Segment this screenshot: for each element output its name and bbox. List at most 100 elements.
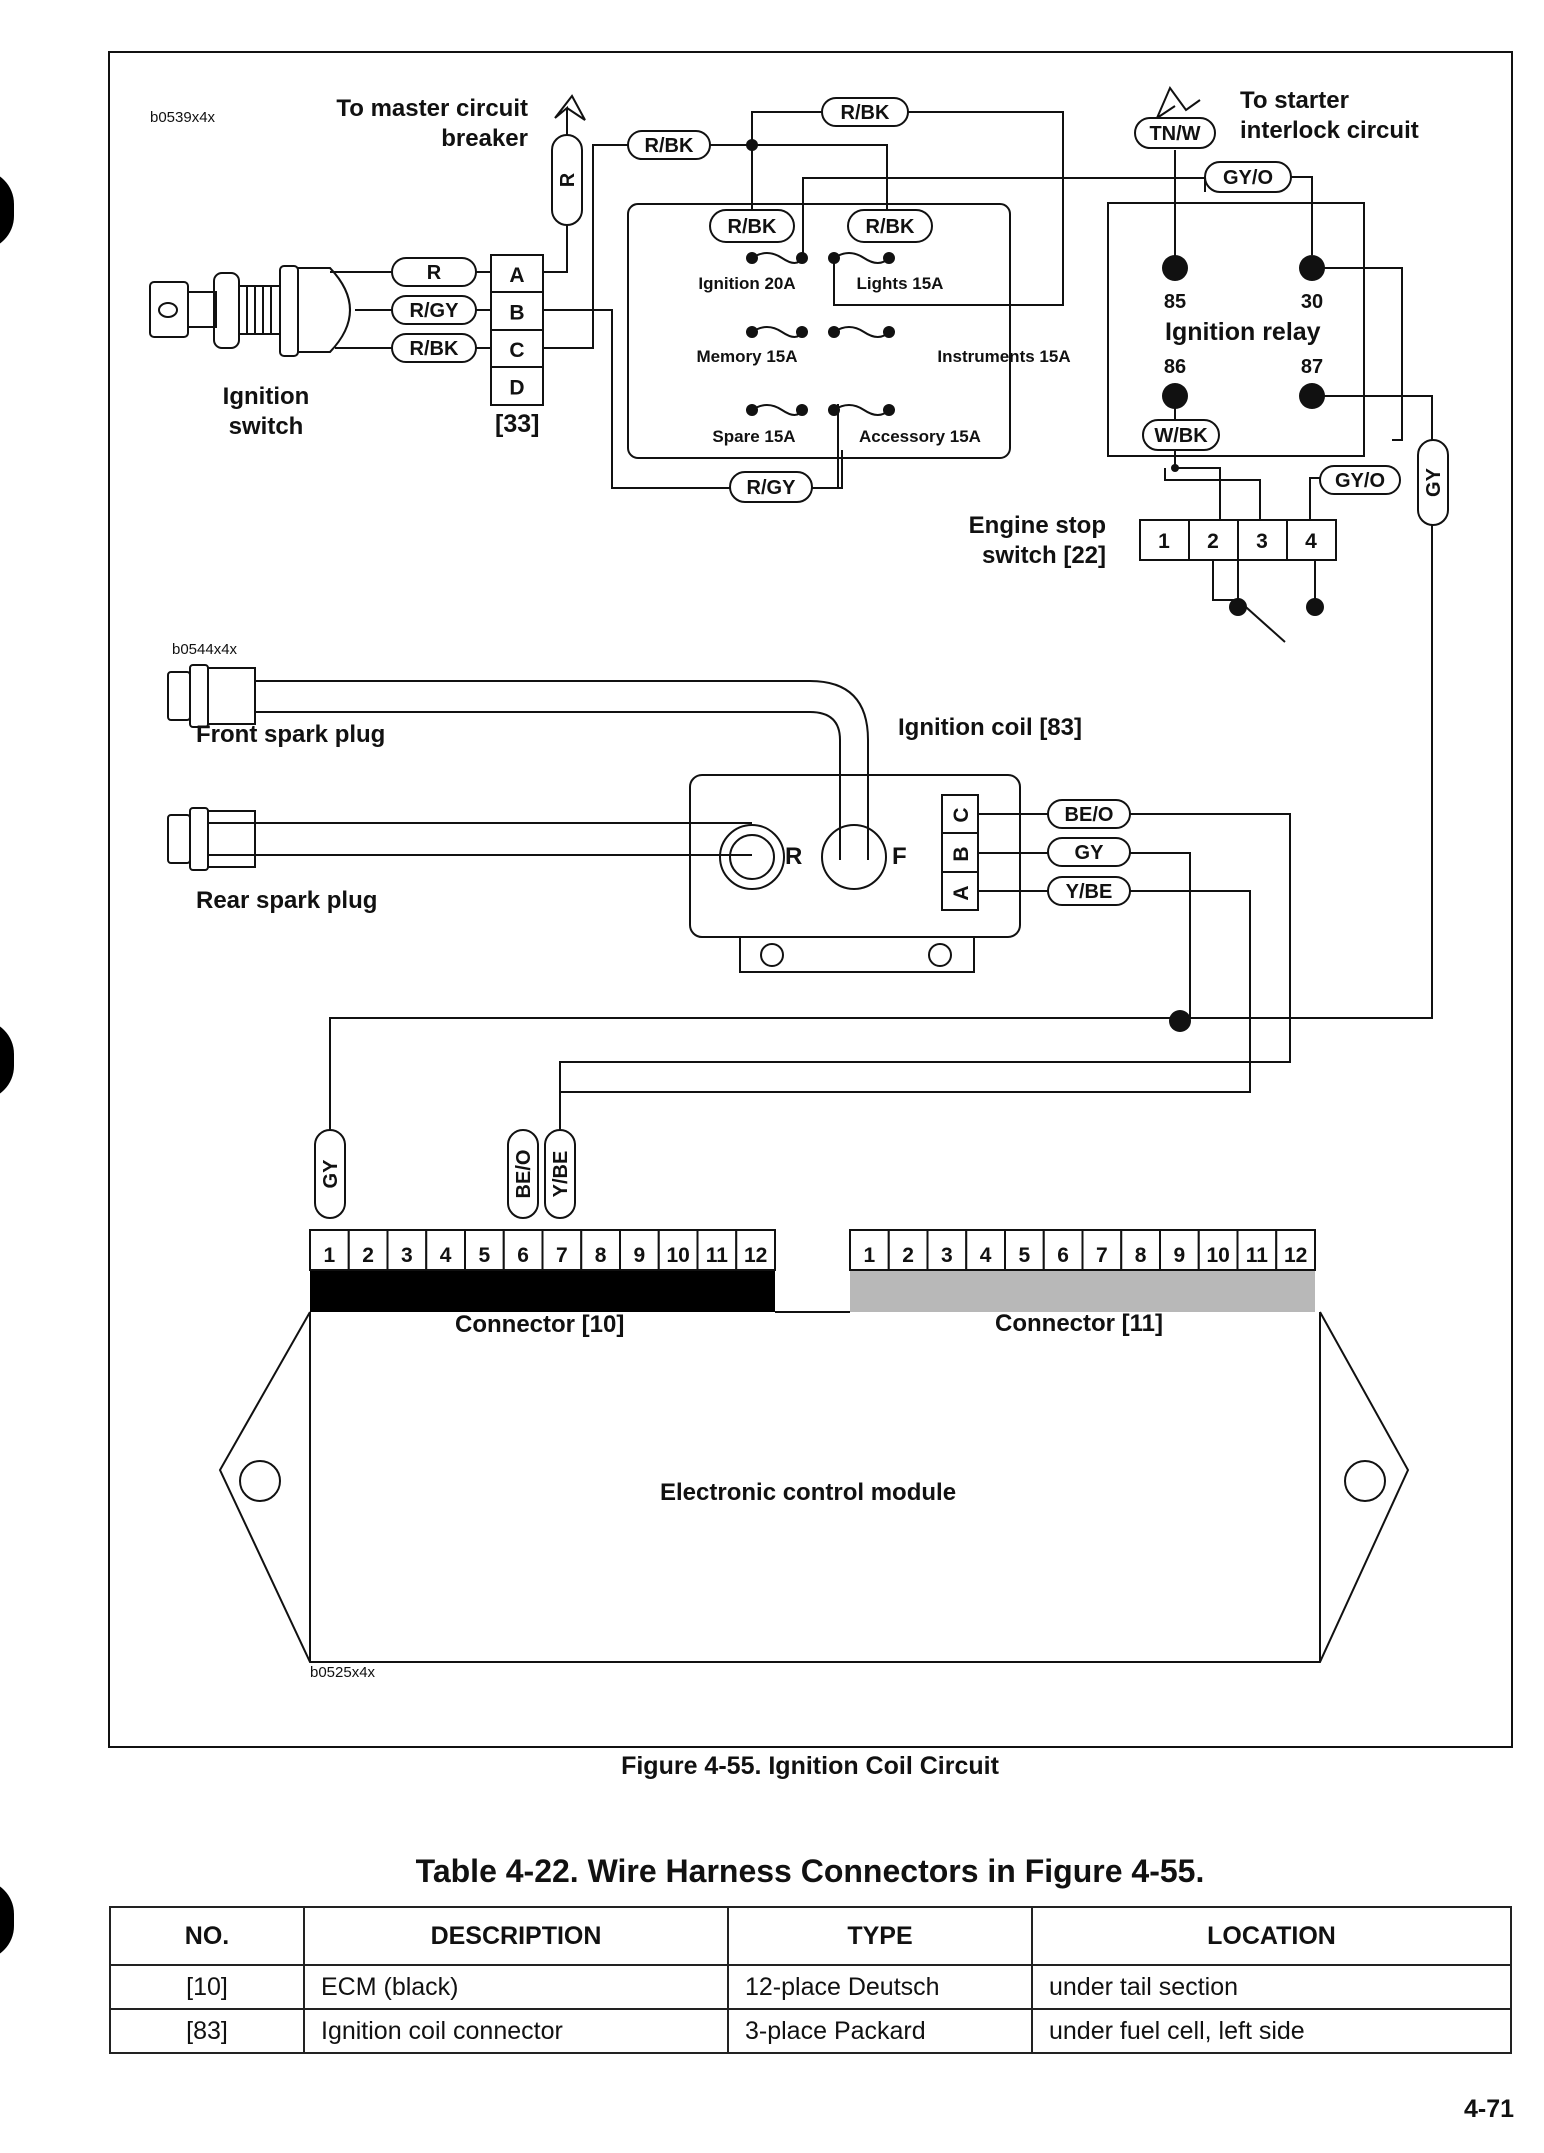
starter-interlock-label: To starter interlock circuit [1240, 87, 1419, 144]
wire-segment [796, 252, 808, 264]
ecm-pin-number: 4 [440, 1244, 452, 1267]
wire-segment [1171, 464, 1179, 472]
wire-segment [1299, 255, 1325, 281]
diagram-element [108, 51, 1513, 1748]
relay-pin: 87 [1301, 356, 1323, 378]
wire-tag-pill [551, 134, 583, 226]
wire-segment [1162, 383, 1188, 409]
wire-tag-pill [1047, 799, 1131, 829]
connector-10-label: Connector [10] [455, 1311, 624, 1338]
wire-tag-pill [1204, 161, 1292, 193]
wire-segment [828, 252, 840, 264]
ecm-pin-number: 7 [1096, 1244, 1108, 1267]
wire-segment [207, 810, 256, 868]
ignition-relay-label: Ignition relay [1165, 318, 1321, 346]
figure-caption: Figure 4-55. Ignition Coil Circuit [621, 1752, 999, 1780]
wire-segment [279, 265, 299, 357]
wire-segment [560, 890, 1251, 1093]
wire-segment [167, 814, 191, 864]
connector-33-pin: B [509, 302, 524, 325]
wire-segment [149, 281, 189, 338]
table-cell: 12-place Deutsch [727, 1964, 1033, 2010]
ecm-pin-number: 2 [362, 1244, 374, 1267]
ecm-pin-number: 12 [744, 1244, 767, 1267]
wire-segment [1174, 451, 1221, 520]
diagram-element [746, 139, 1325, 1032]
wire-segment [719, 824, 785, 890]
connector-33-pin: D [509, 377, 524, 400]
wire-segment [1312, 395, 1433, 440]
table-cell: [83] [109, 2008, 305, 2054]
wire-segment [746, 326, 758, 338]
ecm-pin-cell [386, 1229, 428, 1271]
starter-interlock-text: interlock circuit [1240, 117, 1419, 144]
wire-segment [746, 139, 758, 151]
wire-segment [883, 404, 895, 416]
table-header: NO. [109, 1906, 305, 1966]
binder-tab-mark [0, 1880, 14, 1960]
fuse-label: Accessory 15A [859, 427, 981, 446]
ecm-pin-cell [849, 1229, 890, 1271]
table-row: [10] ECM (black) 12-place Deutsch under … [109, 1964, 1512, 2010]
table-cell: under fuel cell, left side [1031, 2008, 1512, 2054]
engine-stop-switch-text: Engine stop [969, 512, 1106, 539]
wire-segment [746, 404, 758, 416]
ecm-pin-number: 1 [324, 1244, 336, 1267]
wire-tag-label: R/BK [410, 338, 459, 360]
wire-segment [812, 450, 843, 489]
wire-segment [298, 267, 351, 353]
ecm-pin-cell [657, 1229, 699, 1271]
wire-segment [1164, 468, 1261, 520]
wire-segment [207, 667, 256, 725]
wire-segment [751, 326, 803, 338]
ignition-switch-text: Ignition [223, 383, 310, 410]
wire-segment [255, 711, 841, 860]
connector-33-pin: A [509, 264, 524, 287]
table-header-row: NO. DESCRIPTION TYPE LOCATION [109, 1906, 1512, 1966]
wire-tag-pill [847, 209, 933, 243]
wire-segment [883, 326, 895, 338]
ecm-pin-number: 3 [401, 1244, 413, 1267]
starter-interlock-text: To starter [1240, 87, 1349, 114]
wire-tag-label: R [427, 262, 442, 284]
wire-segment [833, 111, 1064, 306]
wire-segment [1309, 477, 1320, 520]
rear-spark-plug-label: Rear spark plug [196, 887, 377, 914]
binder-tab-mark [0, 170, 14, 250]
wire-tag-pill [1319, 465, 1401, 495]
table-cell: ECM (black) [303, 1964, 729, 2010]
wire-segment [833, 404, 890, 416]
wire-segment [752, 144, 888, 210]
ecm-pin-cell [1004, 1229, 1045, 1271]
wire-tag-label: R/BK [645, 135, 694, 157]
front-spark-plug-label: Front spark plug [196, 721, 385, 748]
wire-segment [1162, 255, 1188, 281]
coil-connector-pin: C [950, 807, 973, 822]
wire-tag-label: GY/O [1223, 167, 1273, 189]
ignition-switch-text: switch [229, 413, 304, 440]
wire-tag-label: GY/O [1335, 470, 1385, 492]
wire-segment [821, 824, 887, 890]
wire-tag-pill [544, 1129, 576, 1219]
ecm-pin-number: 10 [666, 1244, 689, 1267]
table-header: LOCATION [1031, 1906, 1512, 1966]
wire-tag-pill [391, 257, 477, 287]
ignition-switch-label: Ignition switch [223, 383, 310, 440]
wire-tag-label: GY [1075, 842, 1105, 864]
coil-front-post-label: F [892, 843, 907, 870]
wire-segment [543, 205, 568, 273]
wire-segment [1306, 598, 1324, 616]
ecm-pin-number: 10 [1206, 1244, 1229, 1267]
coil-connector-pin: A [950, 885, 973, 900]
wire-segment [554, 94, 586, 135]
ecm-pin-number: 6 [517, 1244, 529, 1267]
wire-segment [751, 404, 803, 416]
ignition-coil-label: Ignition coil [83] [898, 714, 1082, 741]
connector-11-body [850, 1270, 1315, 1312]
ecm-pin-cell [425, 1229, 466, 1271]
ecm-pin-cell [926, 1229, 968, 1271]
